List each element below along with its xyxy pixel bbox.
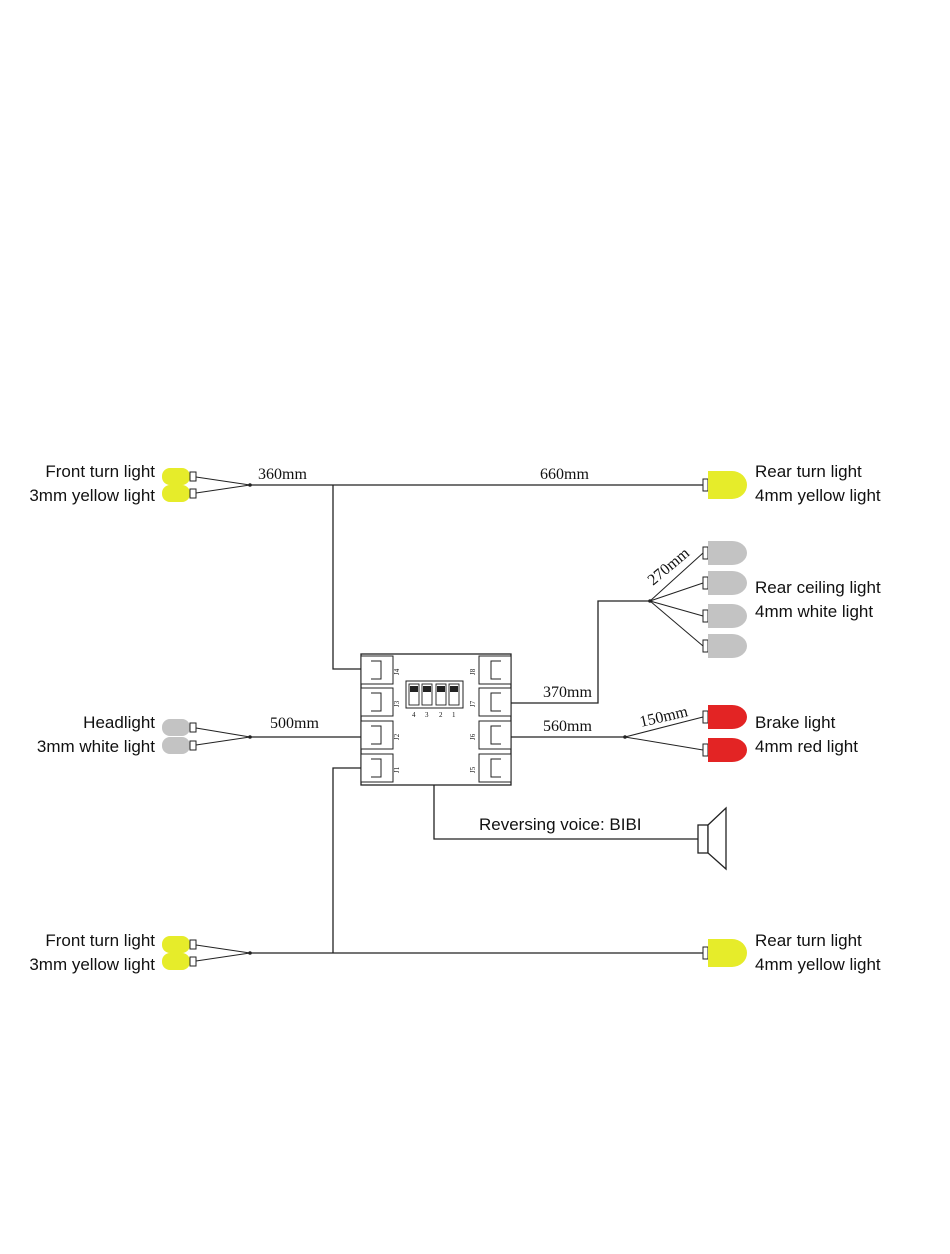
wire-rear-ceiling-branch-2 — [649, 582, 704, 602]
junction-dot — [248, 735, 252, 739]
led-front-turn-bottom-2 — [162, 953, 197, 970]
port-label-j3: J3 — [393, 700, 401, 707]
led-brake-1 — [702, 705, 747, 729]
wire-front-turn-bottom-lead-1 — [195, 944, 251, 954]
port-label-j2: J2 — [393, 733, 401, 740]
connector-j7: J7 — [469, 687, 512, 717]
dip-number: 1 — [452, 711, 456, 719]
dimension-rear-ceiling-branch: 270mm — [645, 544, 694, 589]
wire-front-turn-top-lead-1 — [195, 476, 251, 486]
wire-brake-branch-2 — [624, 736, 704, 751]
label-headlight-2: 3mm white light — [37, 737, 155, 756]
led-rear-ceiling-3 — [702, 604, 747, 628]
wire-to-j4 — [332, 485, 361, 670]
junction-dot — [648, 599, 652, 603]
label-front-turn-bottom-1: Front turn light — [45, 931, 155, 950]
junction-dot — [248, 483, 252, 487]
label-headlight-1: Headlight — [83, 713, 155, 732]
port-label-j6: J6 — [469, 733, 477, 740]
connector-j4: J4 — [360, 655, 401, 685]
dip-switch: 4 3 2 1 — [405, 680, 464, 719]
led-rear-ceiling-4 — [702, 634, 747, 658]
label-brake-2: 4mm red light — [755, 737, 858, 756]
junction-dot — [248, 951, 252, 955]
dimension-rear-ceiling-trunk: 370mm — [543, 684, 592, 701]
led-brake-2 — [702, 738, 747, 762]
led-front-turn-top-2 — [162, 485, 197, 502]
port-label-j7: J7 — [469, 700, 477, 707]
dimension-front-turn-top: 360mm — [258, 466, 307, 483]
label-rear-ceiling-1: Rear ceiling light — [755, 578, 881, 597]
connector-j3: J3 — [360, 687, 401, 717]
port-label-j5: J5 — [469, 766, 477, 773]
wire-front-turn-top-lead-2 — [195, 484, 251, 494]
dimension-rear-turn-top: 660mm — [540, 466, 589, 483]
junction-dot — [623, 735, 627, 739]
label-front-turn-top-2: 3mm yellow light — [29, 486, 155, 505]
wire-rear-ceiling-branch-1 — [649, 552, 704, 602]
label-front-turn-top-1: Front turn light — [45, 462, 155, 481]
wire-brake-branch-1 — [624, 716, 704, 738]
label-rear-turn-bottom-2: 4mm yellow light — [755, 955, 881, 974]
speaker-icon — [697, 806, 727, 871]
wire-rear-ceiling-branch-3 — [649, 600, 704, 617]
connector-j2: J2 — [360, 720, 401, 750]
wire-rear-ceiling-trunk — [511, 600, 650, 704]
label-reversing-voice: Reversing voice: BIBI — [479, 815, 642, 834]
label-rear-turn-bottom-1: Rear turn light — [755, 931, 862, 950]
label-rear-turn-top-1: Rear turn light — [755, 462, 862, 481]
dimension-headlight: 500mm — [270, 715, 319, 732]
led-headlight-2 — [162, 737, 197, 754]
connector-j8: J8 — [469, 655, 512, 685]
label-brake-1: Brake light — [755, 713, 836, 732]
wire-rear-ceiling-branch-4 — [649, 600, 704, 647]
label-rear-ceiling-2: 4mm white light — [755, 602, 873, 621]
controller-board: J4 J3 J2 J1 J8 J7 — [360, 653, 512, 786]
led-rear-turn-top — [702, 471, 747, 499]
label-front-turn-bottom-2: 3mm yellow light — [29, 955, 155, 974]
wire-front-turn-bottom-lead-2 — [195, 952, 251, 962]
wire-headlight-lead-2 — [195, 736, 251, 746]
wire-headlight-lead-1 — [195, 727, 251, 738]
dimension-brake-trunk: 560mm — [543, 718, 592, 735]
label-rear-turn-top-2: 4mm yellow light — [755, 486, 881, 505]
port-label-j8: J8 — [469, 668, 477, 675]
wire-to-j1 — [332, 767, 361, 953]
led-rear-ceiling-1 — [702, 541, 747, 565]
dip-number: 2 — [439, 711, 443, 719]
led-rear-turn-bottom — [702, 939, 747, 967]
led-front-turn-bottom-1 — [162, 936, 197, 953]
led-headlight-1 — [162, 719, 197, 736]
wire-speaker — [433, 785, 698, 840]
wires — [195, 476, 704, 962]
dip-number: 3 — [425, 711, 429, 719]
port-label-j4: J4 — [393, 668, 401, 675]
connector-j1: J1 — [360, 753, 401, 783]
connector-j6: J6 — [469, 720, 512, 750]
led-rear-ceiling-2 — [702, 571, 747, 595]
port-label-j1: J1 — [393, 766, 401, 773]
led-front-turn-top-1 — [162, 468, 197, 485]
dip-number: 4 — [412, 711, 416, 719]
connector-j5: J5 — [469, 753, 512, 783]
